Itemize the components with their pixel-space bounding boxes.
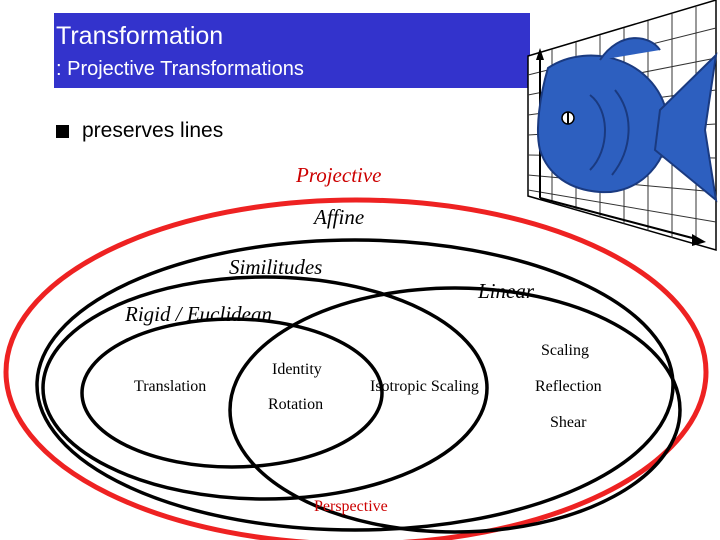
projective-set-ring — [3, 197, 709, 540]
slide-subtitle: : Projective Transformations — [56, 58, 304, 80]
label-shear: Shear — [550, 414, 587, 431]
fish-on-perspective-grid-icon — [527, 0, 718, 251]
label-rigid-euclidean: Rigid / Euclidean — [125, 302, 272, 326]
square-bullet-icon — [56, 125, 69, 138]
label-scaling: Scaling — [541, 342, 589, 359]
label-identity: Identity — [272, 361, 322, 378]
label-reflection: Reflection — [535, 378, 602, 395]
similitudes-set-ring — [41, 275, 489, 501]
label-translation: Translation — [134, 378, 207, 395]
linear-set-ring — [228, 286, 682, 534]
label-affine: Affine — [314, 205, 365, 229]
label-projective: Projective — [296, 163, 382, 187]
label-isotropic-scaling: Isotropic Scaling — [370, 378, 479, 395]
rigid-set-ring — [80, 317, 384, 469]
bullet-text: preserves lines — [82, 119, 224, 142]
label-similitudes: Similitudes — [229, 255, 323, 279]
slide-title: Transformation — [56, 22, 224, 50]
label-linear: Linear — [478, 279, 535, 303]
label-rotation: Rotation — [268, 396, 324, 413]
affine-set-ring — [35, 238, 675, 532]
label-perspective: Perspective — [314, 498, 388, 515]
title-banner — [54, 13, 530, 88]
